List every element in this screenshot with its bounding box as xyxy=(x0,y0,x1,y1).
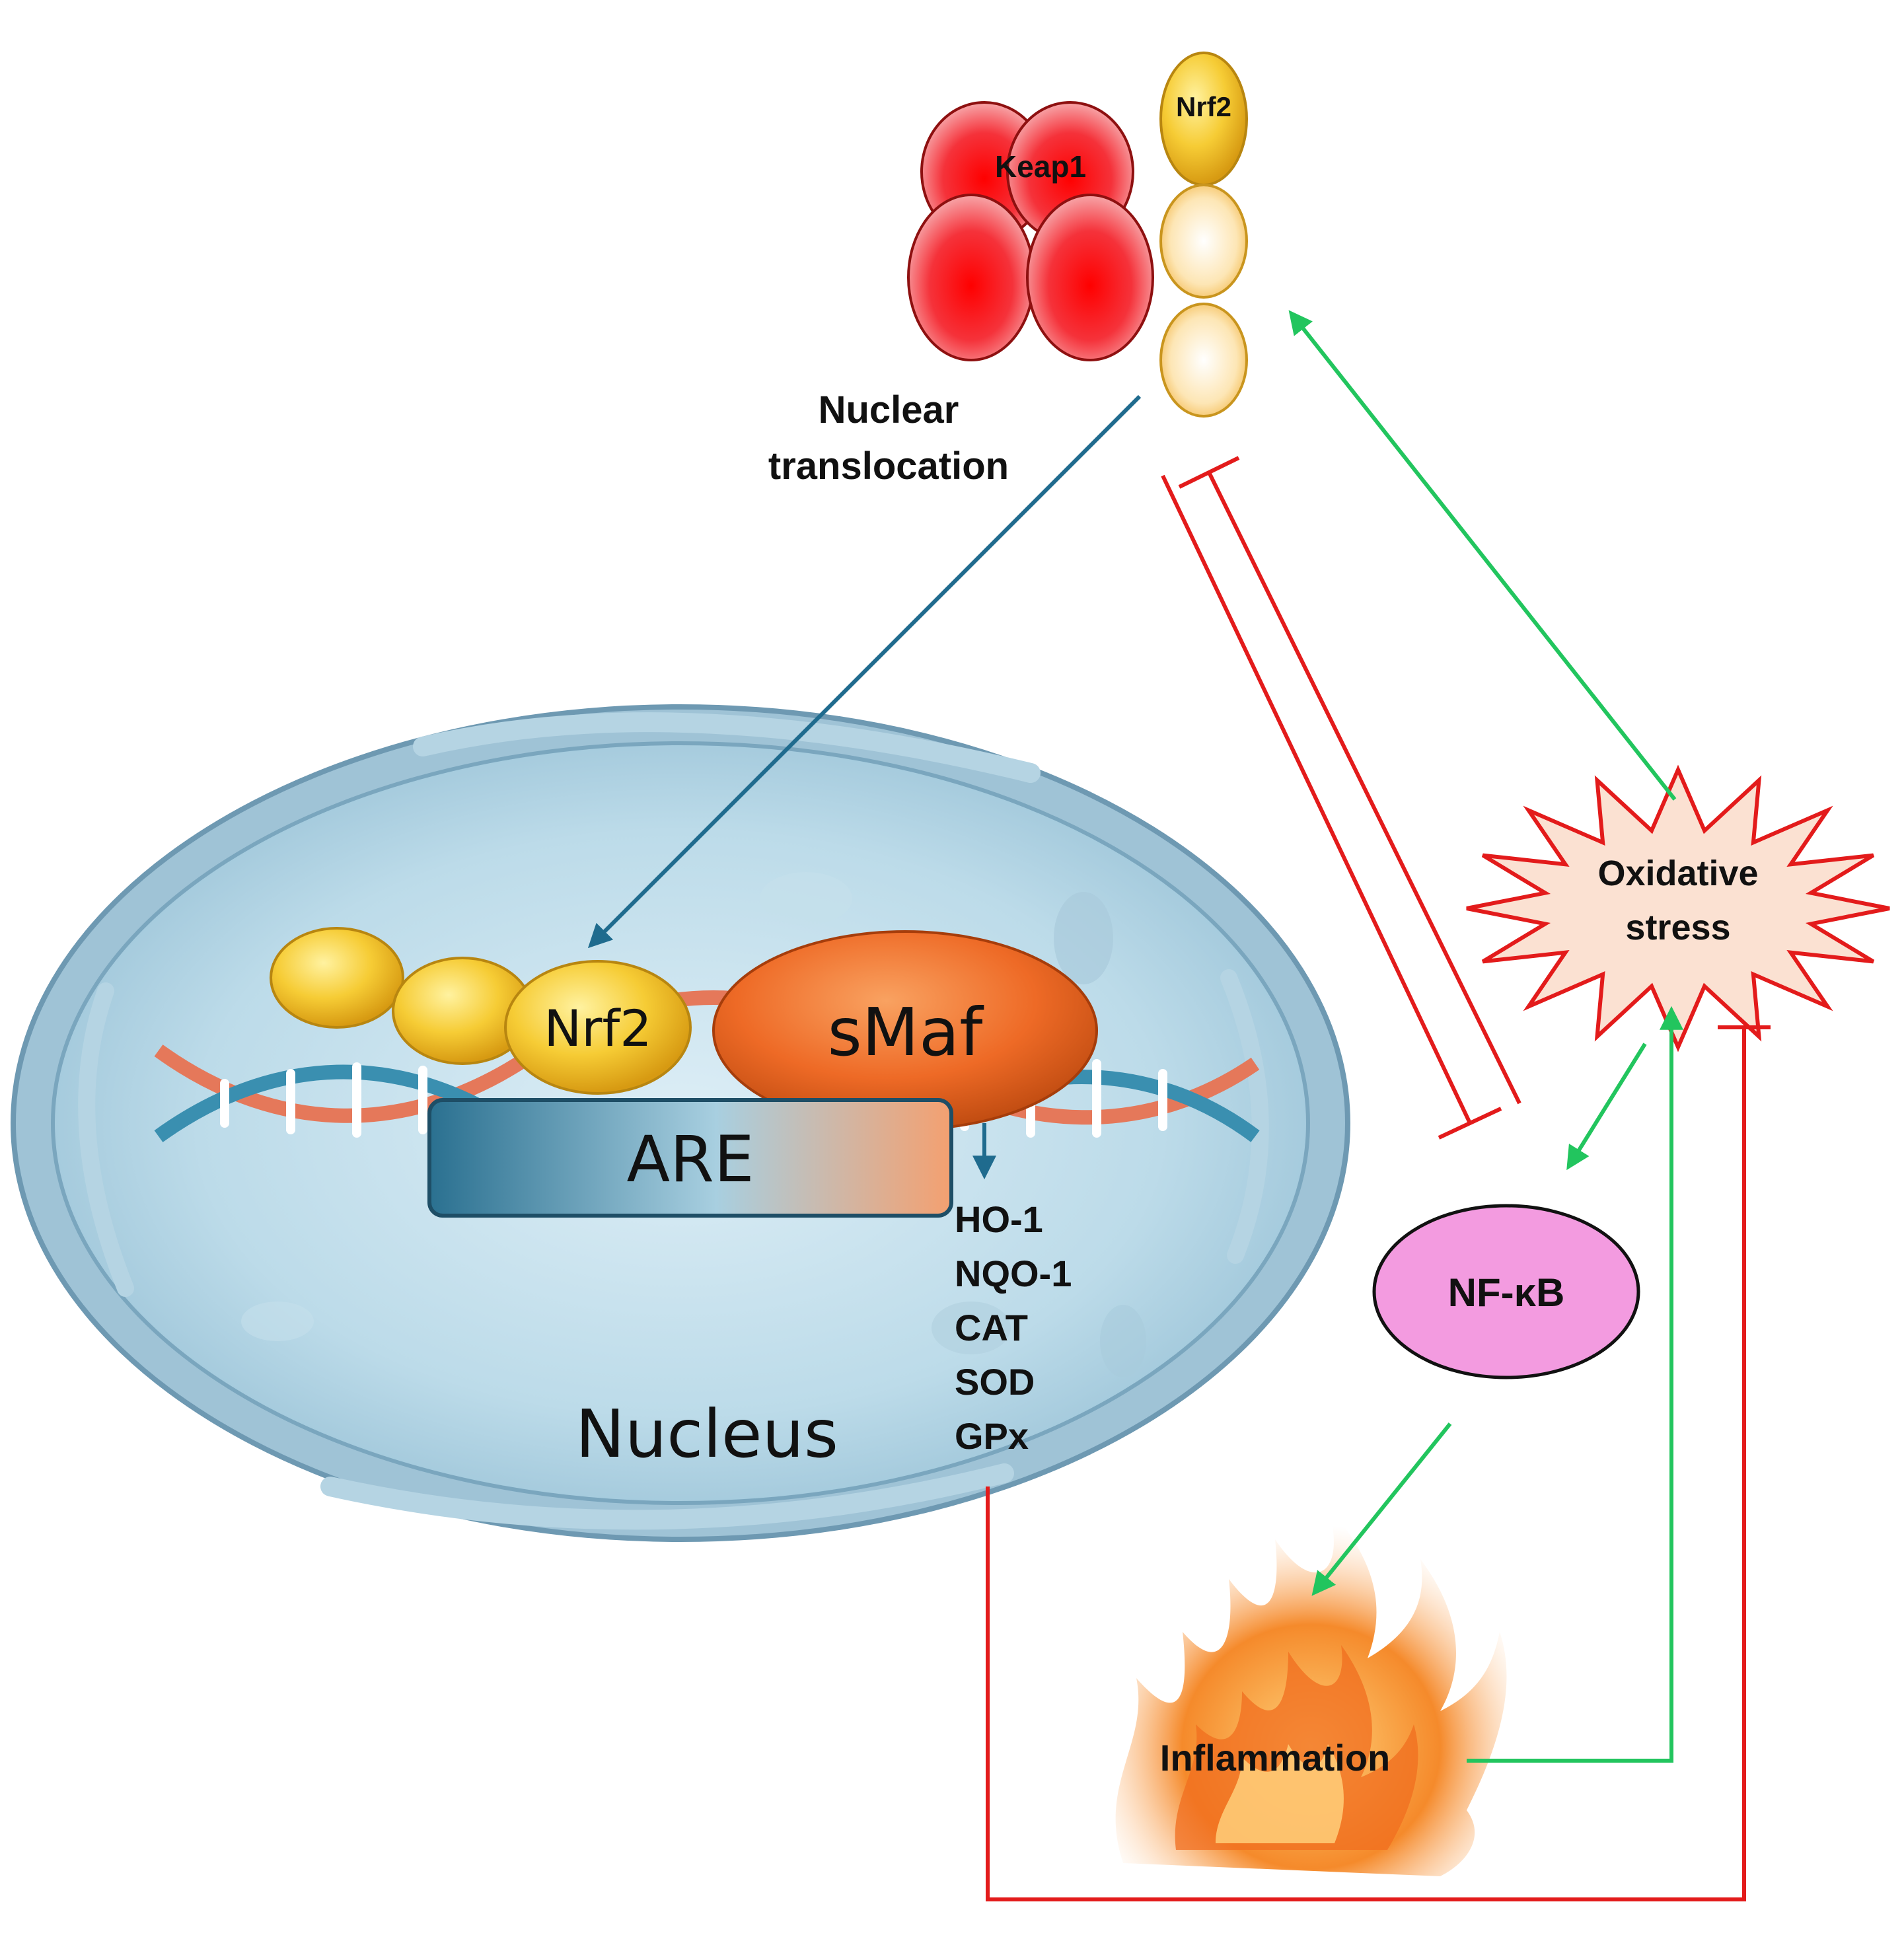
arrow-oxidative-to-nfkb xyxy=(1566,1043,1647,1171)
gene-item: HO-1 xyxy=(955,1198,1043,1240)
nrf2-top-label: Nrf2 xyxy=(1176,91,1231,122)
arrow-inflammation-to-oxidative xyxy=(1467,1006,1683,1763)
gene-item: GPx xyxy=(955,1415,1029,1457)
nuclear-translocation-label-2: translocation xyxy=(768,445,1009,488)
oxidative-label-2: stress xyxy=(1625,908,1730,947)
are-element: ARE xyxy=(427,1098,953,1218)
gene-item: CAT xyxy=(955,1307,1028,1348)
oxidative-stress-burst: Oxidative stress xyxy=(1466,764,1890,1052)
nfkb-label: NF-κB xyxy=(1448,1270,1565,1315)
smaf-label: sMaf xyxy=(828,994,985,1071)
nuclear-translocation-label-1: Nuclear xyxy=(819,388,959,431)
keap1-label: Keap1 xyxy=(995,149,1086,184)
inflammation-flames: Inflammation xyxy=(1115,1506,1507,1876)
nfkb-node: NF-κB xyxy=(1372,1204,1640,1379)
inhibition-genes-to-oxidative xyxy=(986,1025,1771,1901)
arrow-oxidative-to-nrf2 xyxy=(1288,310,1677,801)
smaf-protein: sMaf xyxy=(712,930,1098,1131)
oxidative-label-1: Oxidative xyxy=(1597,854,1758,893)
are-label: ARE xyxy=(626,1122,754,1196)
gene-item: SOD xyxy=(955,1361,1035,1403)
nucleus-label: Nucleus xyxy=(575,1395,838,1473)
inhibition-nrf2-to-nfkb xyxy=(1161,474,1502,1140)
gene-item: NQO-1 xyxy=(955,1253,1072,1294)
nrf2-complex-nucleus: Nrf2 xyxy=(270,927,692,1095)
arrow-nfkb-to-inflammation xyxy=(1311,1422,1452,1596)
inhibition-nfkb-to-nrf2 xyxy=(1178,456,1521,1105)
keap1-protein: Keap1 xyxy=(907,101,1154,361)
nrf2-nucleus-label: Nrf2 xyxy=(544,999,651,1058)
translocation-arrow xyxy=(587,394,1142,949)
inflammation-label: Inflammation xyxy=(1160,1737,1390,1779)
nrf2-protein-cytoplasm: Nrf2 xyxy=(1159,52,1248,418)
